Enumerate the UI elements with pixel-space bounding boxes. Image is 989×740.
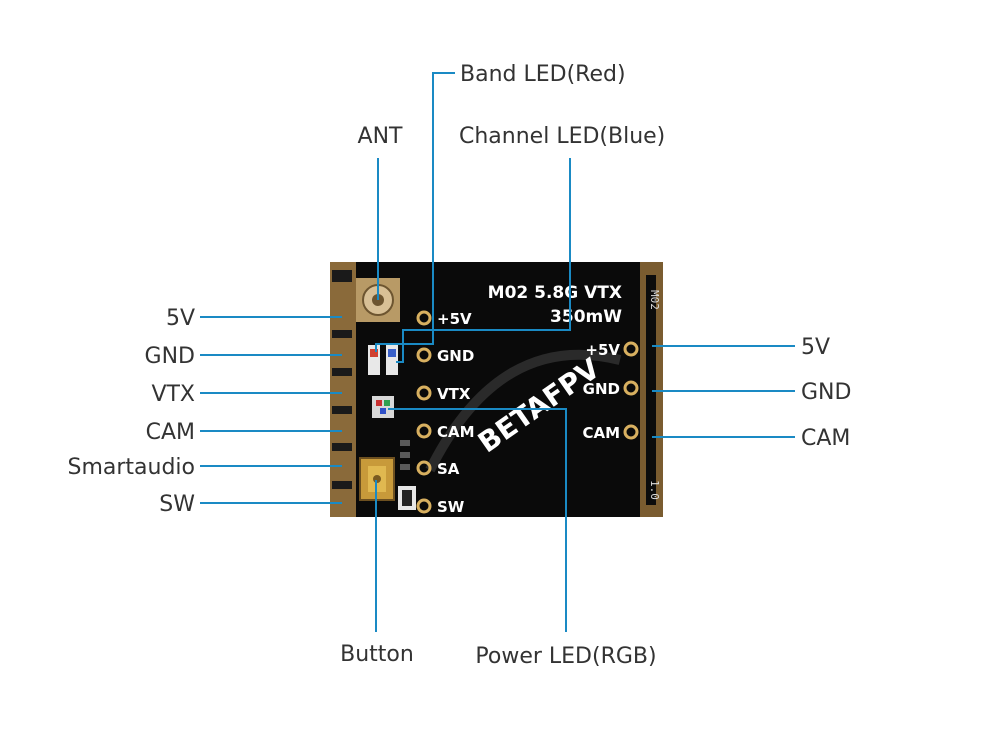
label-right-5v: 5V (801, 335, 830, 360)
pad-right-5v (623, 341, 639, 357)
label-gnd: GND (145, 344, 195, 369)
pin-label-vtx: VTX (437, 385, 471, 403)
left-strip-notch (332, 368, 352, 376)
pcb-board: BETAFPV M02 5.8G VTX 350mW M02 1.0 (330, 262, 663, 517)
left-strip-notch (332, 443, 352, 451)
label-right-cam: CAM (801, 426, 850, 451)
edge-label-bottom: 1.0 (648, 480, 661, 500)
pad-gnd (416, 347, 432, 363)
right-edge-inner (646, 275, 656, 505)
pad-sw (416, 498, 432, 514)
button-component (359, 457, 395, 501)
label-button: Button (340, 642, 414, 667)
callout-line-channel-led (396, 158, 571, 363)
pin-label-sa: SA (437, 460, 460, 478)
left-pin-row: +5V GND VTX CAM SA SW (416, 310, 475, 516)
pad-sa (416, 460, 432, 476)
label-channel-led: Channel LED(Blue) (459, 124, 665, 149)
left-strip-notch (332, 481, 352, 489)
pad-cam (416, 423, 432, 439)
left-strip-notch (332, 270, 352, 282)
label-right-gnd: GND (801, 380, 851, 405)
pad-vtx (416, 385, 432, 401)
rgb-led-b (380, 408, 386, 414)
watermark-swoosh (425, 349, 622, 473)
rgb-led-g (384, 400, 390, 406)
right-pin-row: +5V GND CAM (582, 341, 639, 442)
pad-right-gnd (623, 380, 639, 396)
pad-right-cam (623, 424, 639, 440)
pin-label-sw: SW (437, 498, 465, 516)
edge-label-top: M02 (648, 290, 661, 310)
label-cam: CAM (146, 420, 195, 445)
label-smartaudio: Smartaudio (67, 455, 195, 480)
smd-component (400, 464, 410, 470)
board-title-line1: M02 5.8G VTX (488, 283, 622, 303)
label-ant: ANT (358, 124, 404, 149)
left-strip-notch (332, 406, 352, 414)
pad-5v (416, 310, 432, 326)
pin-label-cam: CAM (437, 423, 475, 441)
pin-label-right-gnd: GND (583, 380, 620, 398)
pin-label-right-cam: CAM (582, 424, 620, 442)
pin-label-right-5v: +5V (585, 341, 620, 359)
left-edge-strip (330, 262, 356, 517)
callout-lines (200, 72, 795, 632)
label-band-led: Band LED(Red) (460, 62, 626, 87)
power-led-rgb (372, 396, 394, 418)
channel-led-die (388, 349, 396, 357)
callout-labels: 5V GND VTX CAM Smartaudio SW 5V GND CAM … (67, 62, 851, 669)
smd-component (400, 440, 410, 446)
callout-line-band-led (375, 72, 455, 352)
pin-label-gnd: GND (437, 347, 474, 365)
rgb-led-r (376, 400, 382, 406)
label-sw: SW (159, 492, 195, 517)
label-vtx: VTX (151, 382, 195, 407)
label-5v: 5V (166, 306, 195, 331)
callout-line-power-led (388, 408, 567, 632)
smd-component-body (402, 490, 412, 506)
board-title-line2: 350mW (550, 307, 622, 327)
smd-component (400, 452, 410, 458)
label-power-led: Power LED(RGB) (475, 644, 656, 669)
left-strip-notch (332, 330, 352, 338)
band-led-die (370, 349, 378, 357)
pin-label-5v: +5V (437, 310, 472, 328)
